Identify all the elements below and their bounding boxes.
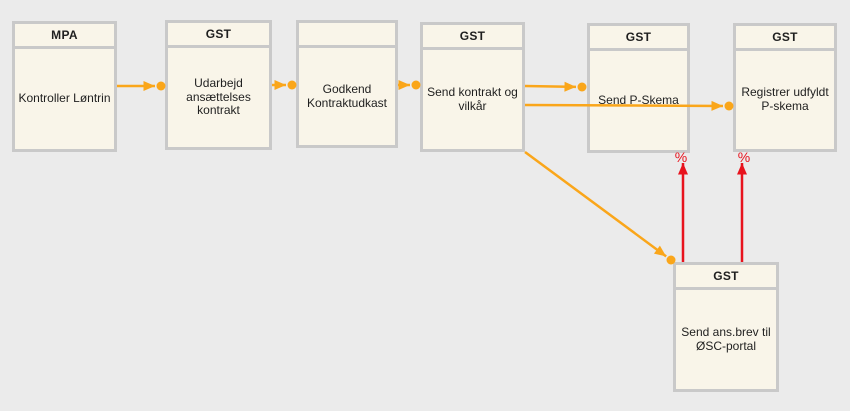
flow-endpoint-dot <box>577 82 587 92</box>
task-label: Registrer udfyldt P-skema <box>741 85 829 113</box>
task-label: Send ans.brev til ØSC-portal <box>681 324 771 353</box>
task-node-send-ansbrev-osc-portal[interactable]: GST Send ans.brev til ØSC-portal <box>673 262 779 392</box>
task-label: Kontroller Løntrin <box>18 91 111 106</box>
task-node-send-p-skema[interactable]: GST Send P-Skema <box>587 23 690 153</box>
task-node-send-kontrakt-og-vilkar[interactable]: GST Send kontrakt og vilkår <box>420 22 525 152</box>
sequence-flow-arrow <box>524 81 577 92</box>
task-node-kontroller-lontrin[interactable]: MPA Kontroller Løntrin <box>12 21 117 152</box>
task-role-header: MPA <box>15 24 114 49</box>
task-role-header <box>299 23 395 48</box>
task-role-header: GST <box>590 26 687 51</box>
sequence-flow-arrow <box>524 150 667 258</box>
task-label: Godkend Kontraktudkast <box>306 81 388 110</box>
task-node-registrer-udfyldt-p-skema[interactable]: GST Registrer udfyldt P-skema <box>733 23 837 152</box>
task-label: Send P-Skema <box>598 92 679 107</box>
task-node-godkend-kontraktudkast[interactable]: Godkend Kontraktudkast <box>296 20 398 148</box>
task-node-udarbejd-kontrakt[interactable]: GST Udarbejd ansættelses kontrakt <box>165 20 272 150</box>
task-label: Send kontrakt og vilkår <box>427 84 518 113</box>
task-role-header: GST <box>423 25 522 50</box>
task-role-header: GST <box>736 26 834 51</box>
task-label: Udarbejd ansættelses kontrakt <box>186 76 251 118</box>
task-role-header: GST <box>168 23 269 48</box>
task-role-header: GST <box>676 265 776 290</box>
